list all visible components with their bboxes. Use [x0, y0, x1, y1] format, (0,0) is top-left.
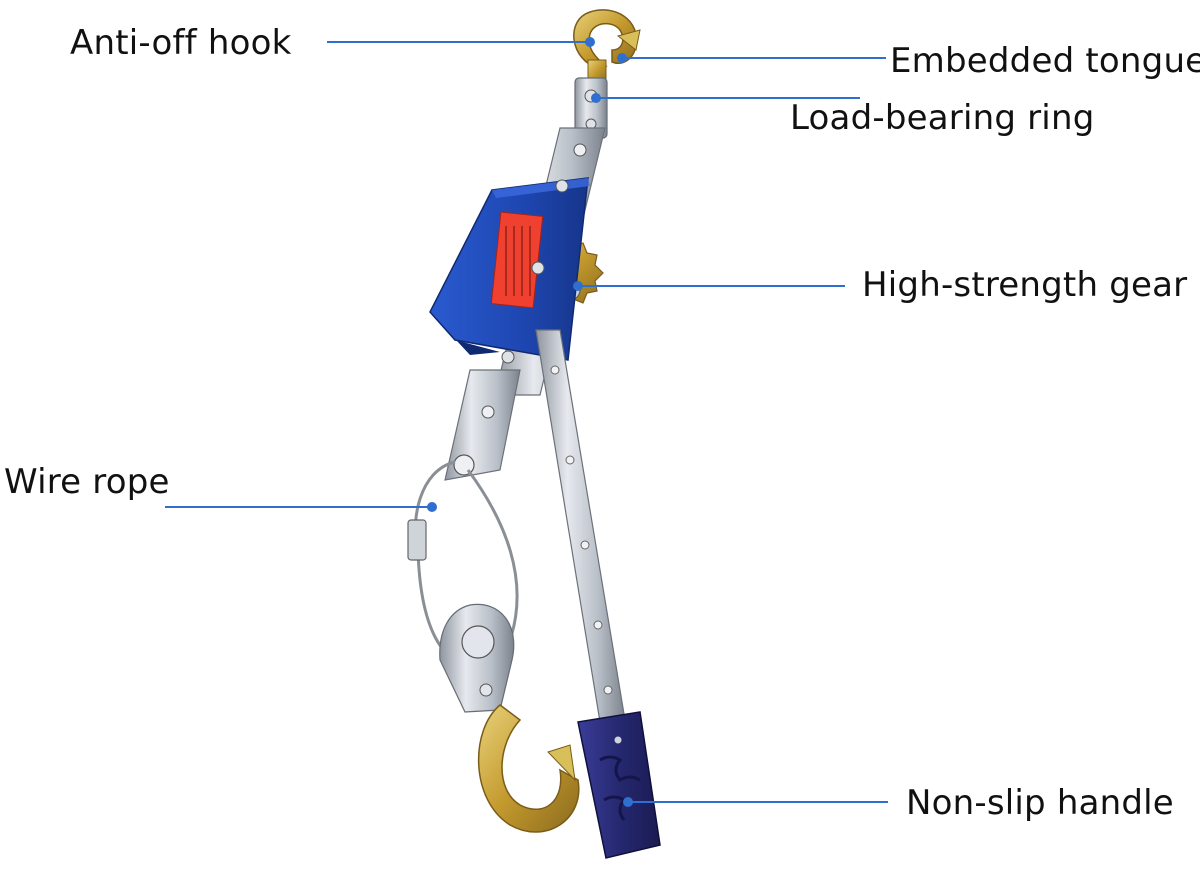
label-embedded-tongue: Embedded tongue — [890, 41, 1200, 81]
pulley-block — [439, 603, 515, 713]
lever-arm — [535, 329, 626, 723]
bottom-hook — [477, 704, 580, 833]
label-load-bearing-ring: Load-bearing ring — [790, 98, 1095, 138]
label-anti-off-hook: Anti-off hook — [70, 23, 292, 63]
handle-grip — [577, 711, 661, 859]
callout-dots — [427, 37, 633, 807]
blue-housing — [429, 177, 590, 364]
dot-wire-rope — [427, 502, 437, 512]
label-high-strength-gear: High-strength gear — [862, 265, 1188, 305]
dot-load-bearing-ring — [591, 93, 601, 103]
dot-non-slip-handle — [623, 797, 633, 807]
leader-lines — [165, 41, 888, 803]
dot-high-strength-gear — [573, 281, 583, 291]
dot-anti-off-hook — [585, 37, 595, 47]
top-swivel — [574, 77, 608, 139]
label-non-slip-handle: Non-slip handle — [906, 783, 1174, 823]
top-hook — [573, 9, 641, 83]
label-wire-rope: Wire rope — [4, 462, 170, 502]
lower-plate — [444, 369, 521, 481]
dot-embedded-tongue — [617, 53, 627, 63]
